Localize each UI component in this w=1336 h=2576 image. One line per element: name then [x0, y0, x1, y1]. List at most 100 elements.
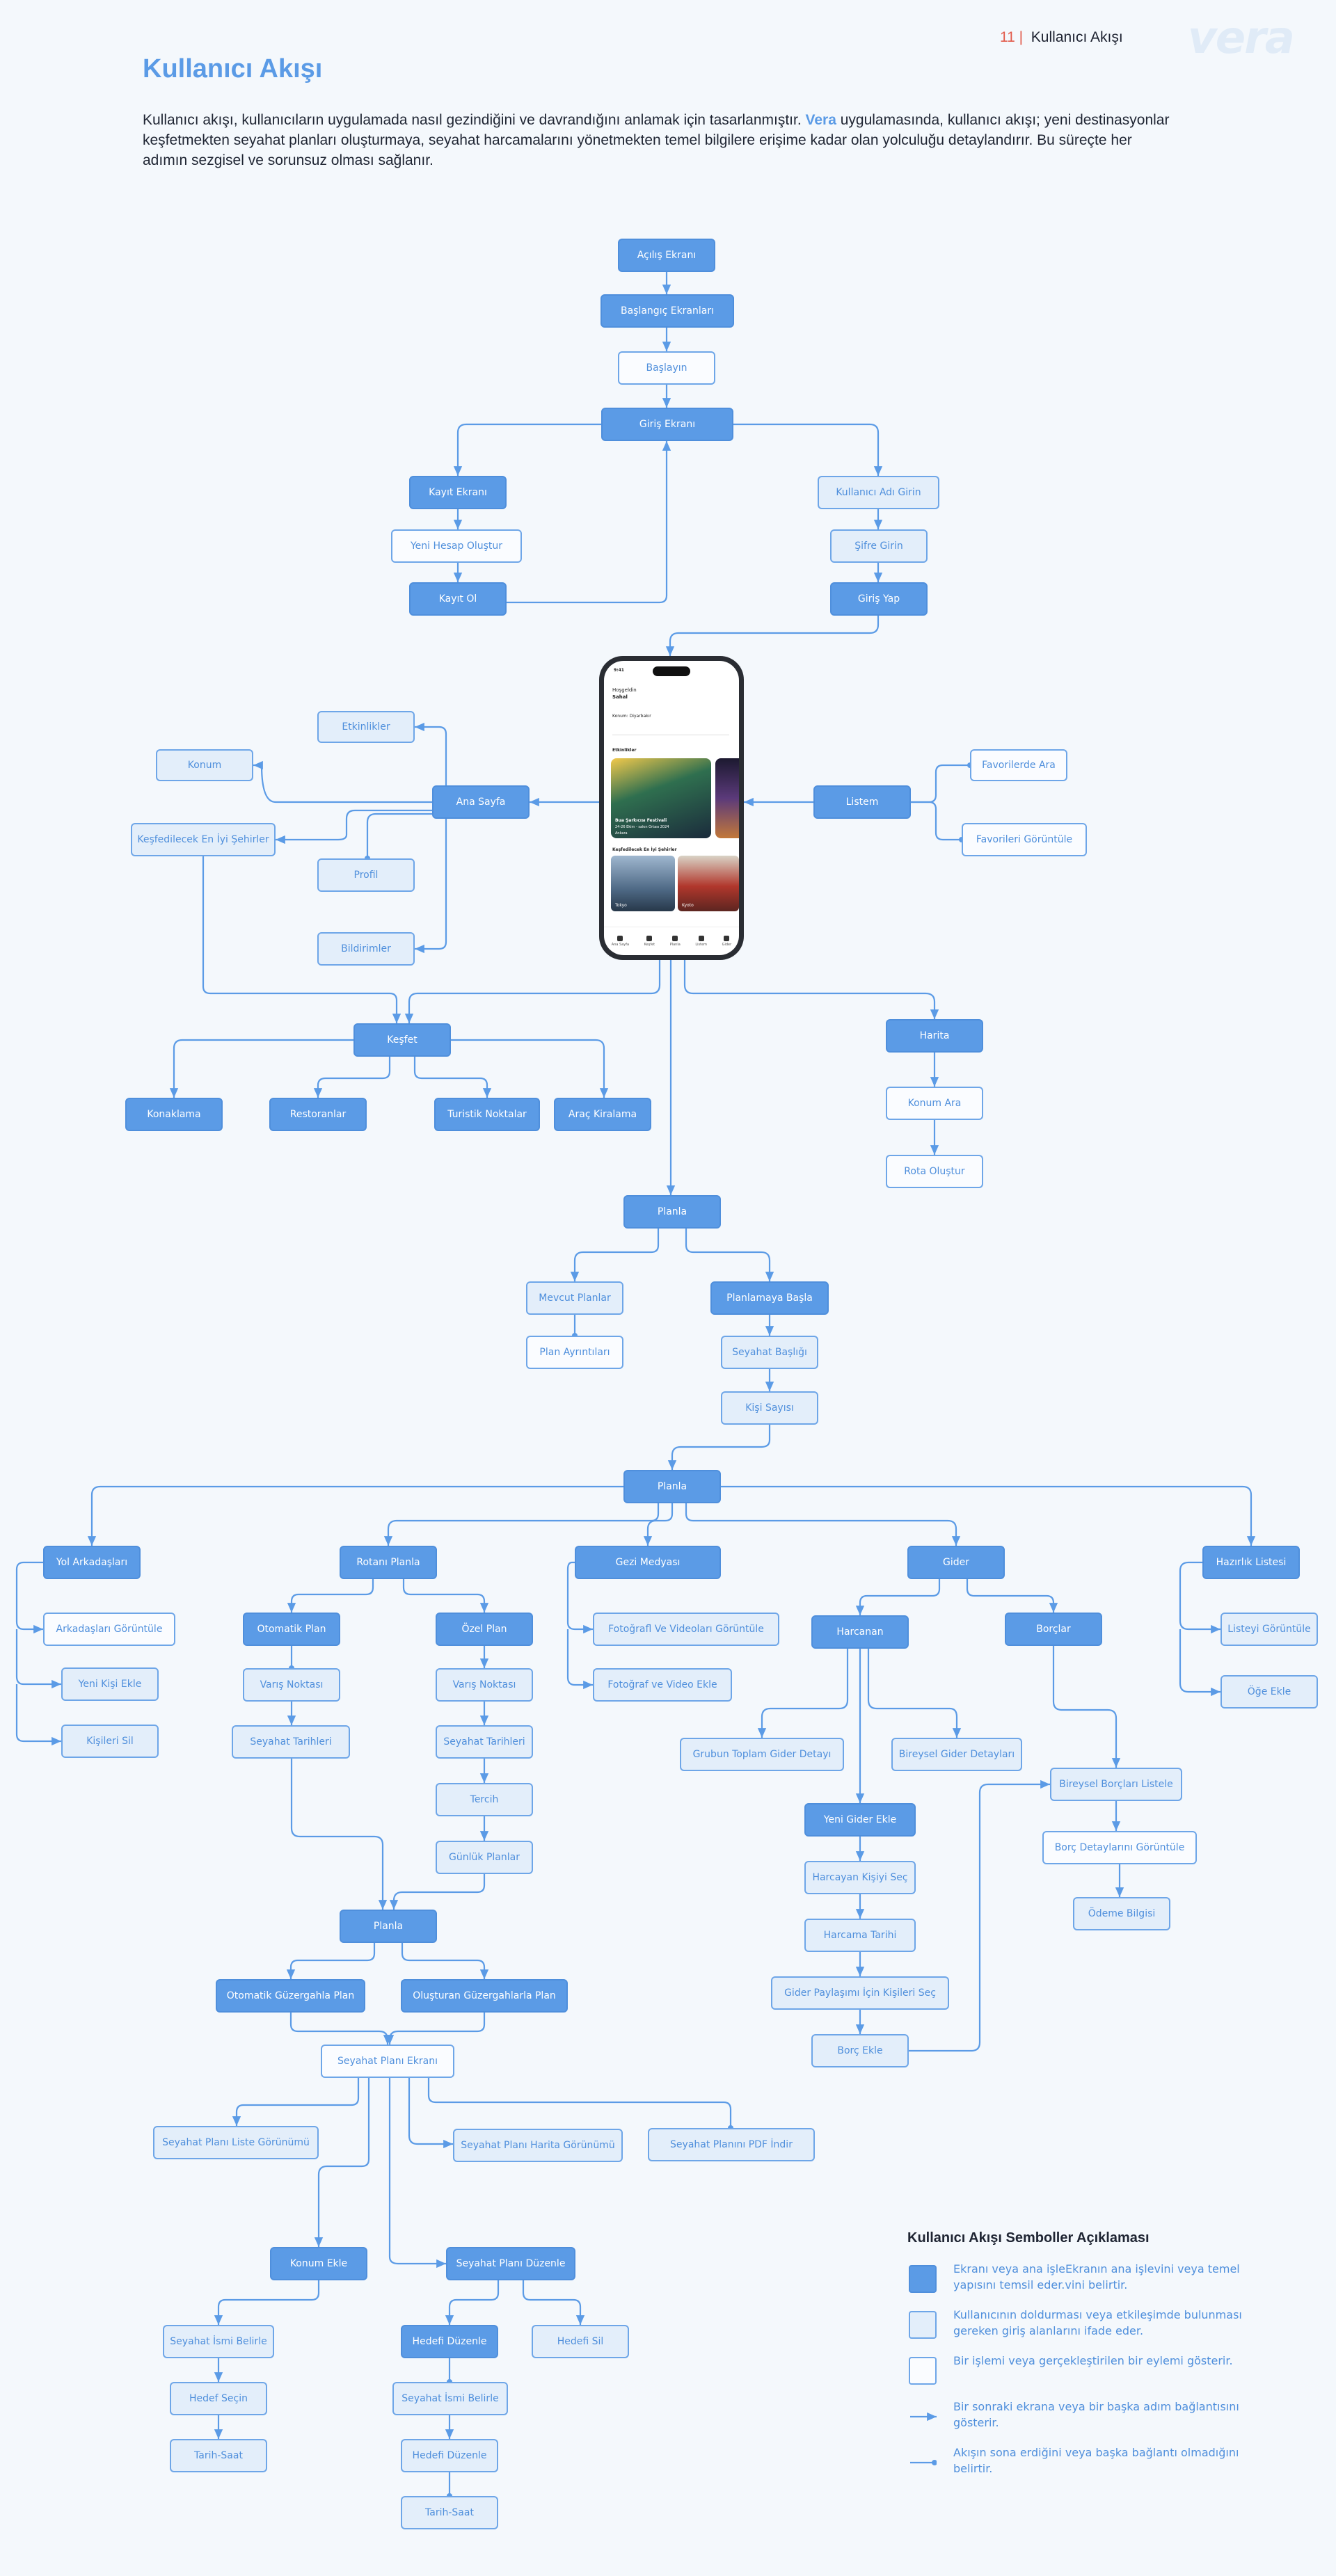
flow-node-fav-goruntule: Favorileri Görüntüle: [962, 823, 1087, 856]
flow-connector: [667, 1425, 771, 1470]
flow-node-liste-gorunumu: Seyahat Planı Liste Görünümü: [153, 2126, 319, 2159]
flow-connector: [911, 801, 962, 841]
flow-node-mevcut: Mevcut Planlar: [526, 1281, 623, 1315]
flow-node-tarih2: Seyahat Tarihleri: [436, 1725, 533, 1759]
flow-node-yeni-hesap: Yeni Hesap Oluştur: [391, 529, 522, 563]
flow-connector: [15, 1629, 61, 1689]
flow-node-konum-ekle: Konum Ekle: [270, 2247, 367, 2280]
phone-section-cities: Keşfedilecek En İyi Şehirler: [612, 847, 677, 852]
flow-node-tercih: Tercih: [436, 1783, 533, 1816]
flow-node-arac: Araç Kiralama: [554, 1098, 651, 1131]
flow-node-borc-ekle: Borç Ekle: [811, 2034, 909, 2067]
phone-event-card: Bua Şarkıcısı Festivali 24-26 Ekim - sak…: [611, 758, 711, 838]
legend-outline-symbol: [909, 2357, 937, 2385]
intro-paragraph: Kullanıcı akışı, kullanıcıların uygulama…: [143, 110, 1172, 170]
flow-connector: [408, 2078, 453, 2149]
flow-connector: [169, 1039, 353, 1098]
flow-node-baslangic: Başlangıç Ekranları: [601, 294, 734, 328]
flow-connector: [445, 2280, 500, 2325]
flow-node-tarih-saat2: Tarih-Saat: [401, 2496, 498, 2529]
flow-connector: [87, 1485, 623, 1546]
flow-node-planla2: Planla: [623, 1470, 721, 1503]
flow-connector: [202, 856, 401, 1023]
section-name: Kullanıcı Akışı: [1031, 29, 1123, 45]
flow-node-tarih1: Seyahat Tarihleri: [232, 1725, 350, 1759]
flow-connector: [643, 1503, 674, 1546]
page-title: Kullanıcı Akışı: [143, 54, 323, 83]
page-indicator: 11 | Kullanıcı Akışı: [1000, 29, 1123, 46]
dynamic-island: [653, 666, 690, 676]
flow-node-bireysel: Bireysel Gider Detayları: [891, 1738, 1022, 1771]
flow-connector: [570, 1229, 660, 1281]
flow-node-plani-duzenle: Seyahat Planı Düzenle: [446, 2247, 575, 2280]
flow-connector: [566, 1561, 593, 1634]
flow-node-bireysel-borclar: Bireysel Borçları Listele: [1050, 1768, 1182, 1801]
flow-node-kesfet: Keşfet: [353, 1023, 451, 1057]
flow-connector: [385, 2013, 486, 2045]
flow-node-borclar: Borçlar: [1005, 1613, 1102, 1646]
flow-connector: [314, 2078, 370, 2247]
flow-node-harcayan: Harcayan Kişiyi Seç: [804, 1861, 916, 1894]
flow-node-rotani: Rotanı Planla: [340, 1546, 437, 1579]
intro-text-before: Kullanıcı akışı, kullanıcıların uygulama…: [143, 112, 806, 128]
flow-node-varis1: Varış Noktası: [243, 1668, 340, 1702]
flow-node-kisileri-sil: Kişileri Sil: [61, 1725, 159, 1758]
phone-event-card-2: [715, 758, 739, 838]
phone-tab: Listem: [695, 936, 707, 947]
phone-event-date: 24-26 Ekim - sakın Ortası 2024: [615, 825, 669, 829]
flow-connector: [733, 423, 883, 476]
flow-node-isim-belirle2: Seyahat İsmi Belirle: [392, 2382, 508, 2415]
flow-node-plan-ayrinti: Plan Ayrıntıları: [526, 1336, 623, 1369]
phone-section-events: Etkinlikler: [612, 748, 637, 753]
flow-connector: [253, 760, 432, 803]
flow-connector: [566, 1629, 593, 1690]
flow-connector: [287, 1579, 374, 1613]
flow-node-gunluk: Günlük Planlar: [436, 1841, 533, 1874]
flow-node-planla3: Planla: [340, 1910, 437, 1943]
phone-user: Sahal: [612, 694, 628, 700]
vera-logo: vera: [1188, 13, 1295, 64]
flow-node-hedefi-sil: Hedefi Sil: [532, 2325, 629, 2358]
flow-connector: [276, 809, 432, 845]
phone-city-2: Kyoto: [682, 903, 694, 908]
flow-node-kisi-sayisi: Kişi Sayısı: [721, 1391, 818, 1425]
flow-connector: [522, 2280, 585, 2325]
flow-node-konaklama: Konaklama: [125, 1098, 223, 1131]
flow-node-harcama-tarihi: Harcama Tarihi: [804, 1919, 916, 1952]
flow-node-konum: Konum: [156, 749, 253, 781]
flow-node-harcanan: Harcanan: [811, 1615, 909, 1649]
flow-node-seyahat-plani-ekrani: Seyahat Planı Ekranı: [321, 2045, 454, 2078]
flow-connector: [665, 616, 880, 656]
flow-node-listeyi-goruntule: Listeyi Görüntüle: [1220, 1613, 1318, 1646]
flow-connector: [289, 2013, 392, 2045]
flow-node-giris-yap: Giriş Yap: [830, 582, 928, 616]
flow-node-pdf: Seyahat Planını PDF İndir: [648, 2128, 815, 2161]
phone-location: Konum: Diyarbakır: [612, 714, 651, 719]
flow-node-bildirimler: Bildirimler: [317, 932, 415, 966]
flow-node-listem: Listem: [813, 785, 911, 819]
intro-text-after: uygulamasında, kullanıcı akışı; yeni des…: [143, 112, 1170, 168]
flow-node-ark-goruntule: Arkadaşları Görüntüle: [43, 1613, 175, 1646]
flow-node-seyahat-basligi: Seyahat Başlığı: [721, 1336, 818, 1369]
flow-connector: [286, 1943, 376, 1979]
phone-mockup: 9:41 Hoşgeldin Sahal Konum: Diyarbakır E…: [599, 656, 744, 960]
legend-title: Kullanıcı Akışı Semboller Açıklaması: [907, 2230, 1150, 2246]
flow-node-planlamaya: Planlamaya Başla: [710, 1281, 829, 1315]
flow-connector: [313, 1057, 391, 1098]
phone-tab: Planla: [670, 936, 681, 947]
flow-connector: [366, 813, 432, 858]
phone-city-card-kyoto: Kyoto: [678, 856, 739, 911]
flow-node-kesfedilecek: Keşfedilecek En İyi Şehirler: [131, 823, 276, 856]
flow-node-hedefi-duzenle2: Hedefi Düzenle: [401, 2439, 498, 2472]
legend-item-action: Bir işlemi veya gerçekleştirilen bir eyl…: [907, 2353, 1255, 2392]
flow-connector: [453, 423, 601, 476]
flow-connector: [451, 1039, 609, 1098]
flow-connector: [15, 1684, 61, 1746]
flow-node-kayit-ol: Kayıt Ol: [409, 582, 507, 616]
flow-connector: [966, 1579, 1058, 1613]
flow-connector: [867, 1649, 962, 1738]
flow-node-foto-goruntule: Fotoğrafl Ve Videoları Görüntüle: [593, 1613, 779, 1646]
phone-time: 9:41: [614, 668, 624, 673]
flow-connector: [15, 1561, 43, 1634]
flow-connector: [855, 1579, 941, 1615]
